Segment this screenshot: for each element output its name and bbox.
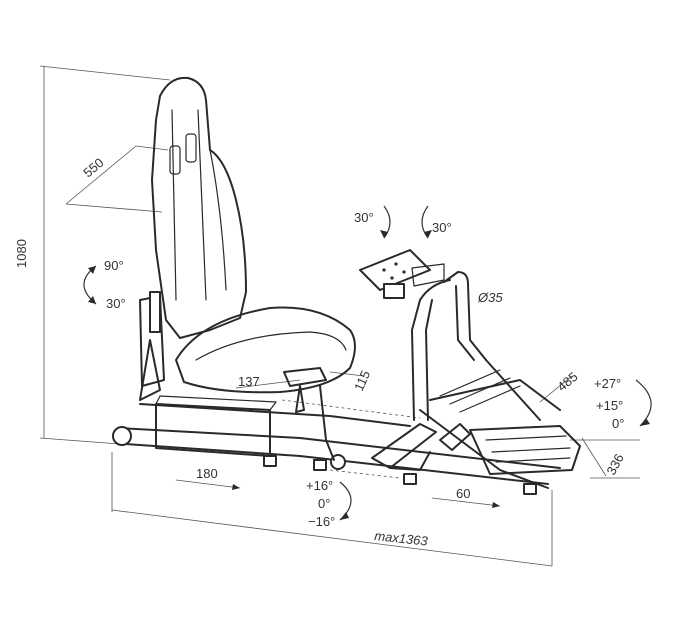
max-length-label: max1363 xyxy=(374,528,430,549)
base-rail-front xyxy=(117,427,561,469)
height-bottom-extension xyxy=(39,437,121,445)
seat-tilt-label: 115 xyxy=(351,368,373,393)
wheel-right-arrowhead xyxy=(424,230,432,238)
seat-backrest xyxy=(151,76,247,339)
back-rotate-arc xyxy=(83,265,97,305)
pedal-slide-arrow xyxy=(431,497,501,507)
wheel-left-arrowhead xyxy=(380,230,388,238)
cushion-seam xyxy=(195,331,347,361)
backrest-bolster xyxy=(209,149,227,291)
pedal-angle-0-label: 0° xyxy=(612,416,624,431)
seat-slider-rail xyxy=(155,395,277,411)
depth-extension-top xyxy=(135,145,169,151)
pedal-angle-27-label: +27° xyxy=(594,376,621,391)
back-arrowhead-bottom xyxy=(88,296,96,304)
seat-width-line xyxy=(235,379,301,389)
column-diameter-label: Ø35 xyxy=(477,290,503,305)
pedal-bracket-left xyxy=(371,423,437,469)
wheel-angle-left-label: 30° xyxy=(354,210,374,225)
back-angle-bottom-label: 30° xyxy=(106,296,126,311)
pedal-bracket-right xyxy=(439,423,471,451)
seat-brace xyxy=(139,339,161,401)
pedal-frame-top xyxy=(429,379,561,411)
wheel-mount-bracket xyxy=(383,283,405,299)
depth-extension xyxy=(65,203,163,213)
pedal-slide-label: 60 xyxy=(456,486,470,501)
pedal-brace-1 xyxy=(439,369,501,397)
height-label: 1080 xyxy=(14,239,29,268)
length-dimension-line xyxy=(111,509,553,567)
back-angle-top-label: 90° xyxy=(104,258,124,273)
mount-hole-1 xyxy=(382,268,386,272)
foot-3 xyxy=(403,473,417,485)
pedal-depth-label: 485 xyxy=(554,369,580,394)
pedal-tilt-arc xyxy=(635,379,652,427)
seat-mount-plate xyxy=(283,367,327,387)
depth-label: 550 xyxy=(80,155,106,180)
pedal-plate xyxy=(469,425,581,475)
seat-cushion xyxy=(175,306,356,394)
rail-end-cap-left xyxy=(112,426,132,446)
pedal-width-label: 336 xyxy=(603,451,626,477)
column-bend xyxy=(419,279,451,301)
seat-angle-zero-label: 0° xyxy=(318,496,330,511)
depth-dimension-line xyxy=(65,145,137,205)
pedal-brace-3 xyxy=(459,385,521,413)
wheel-angle-right-label: 30° xyxy=(432,220,452,235)
base-rail-back xyxy=(125,443,549,485)
pedal-plate-slot-1 xyxy=(485,435,567,441)
column-diagonal-brace xyxy=(485,359,541,421)
pedal-plate-slot-2 xyxy=(491,447,571,453)
seat-tilt-arrowhead xyxy=(340,512,349,520)
harness-slot-left xyxy=(169,145,181,175)
wheel-mount-side xyxy=(411,263,445,287)
backrest-seam-left xyxy=(171,109,177,301)
foot-2 xyxy=(313,459,327,471)
wheel-column-left-inner xyxy=(425,299,433,421)
back-arrowhead-top xyxy=(88,266,96,274)
pedal-depth-line xyxy=(539,375,573,403)
pedal-tilt-arrowhead xyxy=(640,418,650,426)
pedal-width-line xyxy=(581,437,607,477)
seat-width-label: 137 xyxy=(238,374,260,389)
wheel-column-right-inner xyxy=(455,285,475,361)
wheel-mount-plate xyxy=(359,249,431,291)
foot-1 xyxy=(263,455,277,467)
harness-slot-right xyxy=(185,133,197,163)
mount-hole-2 xyxy=(394,262,398,266)
pedal-plate-slot-3 xyxy=(495,457,571,463)
seat-angle-minus-label: −16° xyxy=(308,514,335,529)
seat-slide-label: 180 xyxy=(196,466,218,481)
pedal-frame-bottom xyxy=(419,409,549,489)
seat-mount-post xyxy=(295,385,305,413)
mount-hole-4 xyxy=(390,276,394,280)
rail-dash-1 xyxy=(281,399,421,419)
seat-rear-post xyxy=(319,385,335,461)
pedal-brace-2 xyxy=(449,377,511,405)
wheel-column-right xyxy=(443,271,487,361)
seat-slide-arrow xyxy=(175,479,241,489)
seat-tilt-line xyxy=(329,371,365,377)
base-rail-top xyxy=(139,403,411,427)
pedal-slide-arrowhead xyxy=(492,502,500,508)
mount-hole-3 xyxy=(402,270,406,274)
seat-angle-plus-label: +16° xyxy=(306,478,333,493)
pedal-angle-15-label: +15° xyxy=(596,398,623,413)
rail-end-cap-mid xyxy=(330,454,346,470)
foot-4 xyxy=(523,483,537,495)
wheel-column-left xyxy=(411,299,421,421)
height-top-extension xyxy=(39,65,171,81)
backrest-seam-right xyxy=(197,109,207,301)
recline-adjuster xyxy=(149,291,161,333)
seat-slide-arrowhead xyxy=(232,484,240,490)
pedal-bracket-base xyxy=(389,451,431,471)
rail-dash-2 xyxy=(329,469,401,479)
